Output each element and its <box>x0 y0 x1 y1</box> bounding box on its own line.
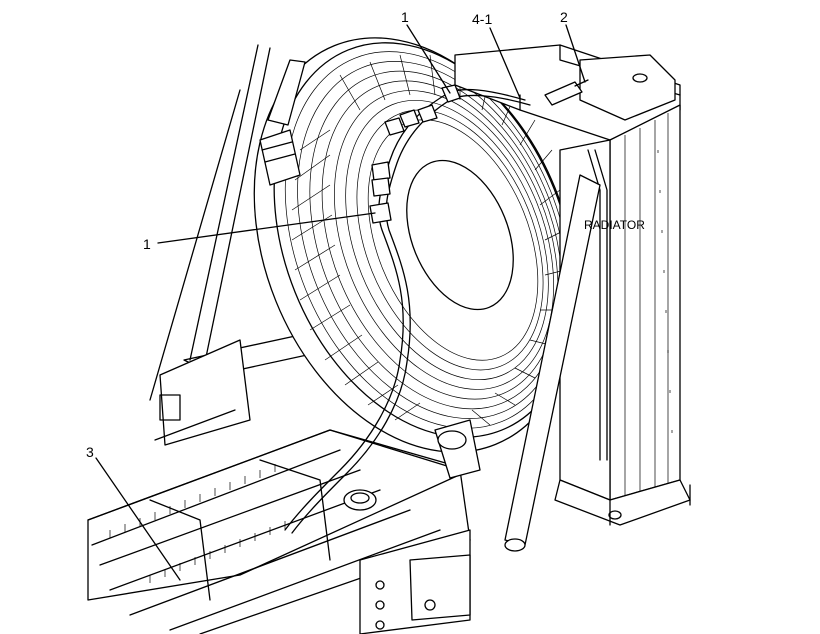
callout-2: 2 <box>560 9 568 25</box>
radiator <box>454 44 691 552</box>
callout-1-top: 1 <box>401 9 409 25</box>
machine-frame <box>149 44 331 446</box>
callout-3: 3 <box>86 444 94 460</box>
main-frame-rails <box>87 429 471 634</box>
radiator-label: RADIATOR <box>584 218 645 232</box>
fan-shroud <box>253 37 577 479</box>
callout-4-1: 4-1 <box>472 11 492 27</box>
harness-clip-group <box>369 84 461 224</box>
rail-bolt-row <box>109 464 286 583</box>
wiring-harness <box>284 79 589 534</box>
callout-1-left: 1 <box>143 236 151 252</box>
leader-lines <box>95 24 586 581</box>
